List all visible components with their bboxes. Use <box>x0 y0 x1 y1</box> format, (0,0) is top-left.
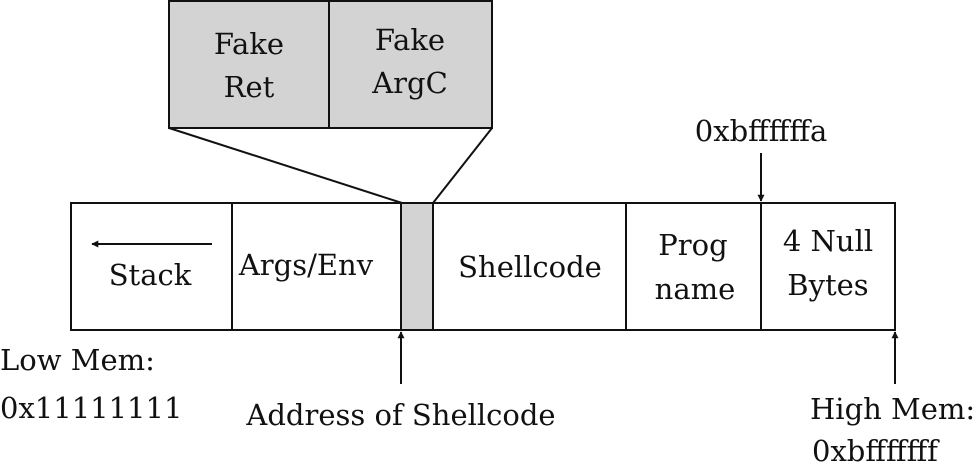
prog-name-label-line1: Prog <box>658 228 727 262</box>
stack-label: Stack <box>109 258 192 292</box>
callout-connector-right <box>432 127 493 204</box>
fake-ret-label-line2: Ret <box>224 70 275 104</box>
prog-name-label-line2: name <box>655 272 736 306</box>
low-mem-label-line1: Low Mem: <box>0 343 155 377</box>
shellcode-label: Shellcode <box>458 250 602 284</box>
high-mem-label-line2: 0xbfffffff <box>812 434 940 466</box>
address-of-shellcode-label: Address of Shellcode <box>245 398 555 432</box>
args-env-label: Args/Env <box>238 248 374 282</box>
fake-argc-label-line2: ArgC <box>371 66 448 100</box>
null-bytes-label-line2: Bytes <box>787 268 868 302</box>
fake-ret-label-line1: Fake <box>214 27 284 61</box>
fake-ret-cell <box>168 0 330 129</box>
low-mem-label-line2: 0x11111111 <box>0 391 182 425</box>
memory-row: Stack Args/Env Shellcode Prog name 4 Nul… <box>70 202 896 331</box>
memory-row-outline <box>70 202 896 331</box>
fake-frame-slot <box>400 202 434 331</box>
fake-argc-cell <box>328 0 493 129</box>
null-bytes-label-line1: 4 Null <box>783 224 873 258</box>
callout-connector-left <box>168 127 403 204</box>
high-mem-label-line1: High Mem: <box>810 392 975 426</box>
callout-box: Fake Ret Fake ArgC <box>168 0 493 129</box>
top-address-label: 0xbffffffa <box>695 114 827 148</box>
fake-argc-label-line1: Fake <box>375 23 445 57</box>
